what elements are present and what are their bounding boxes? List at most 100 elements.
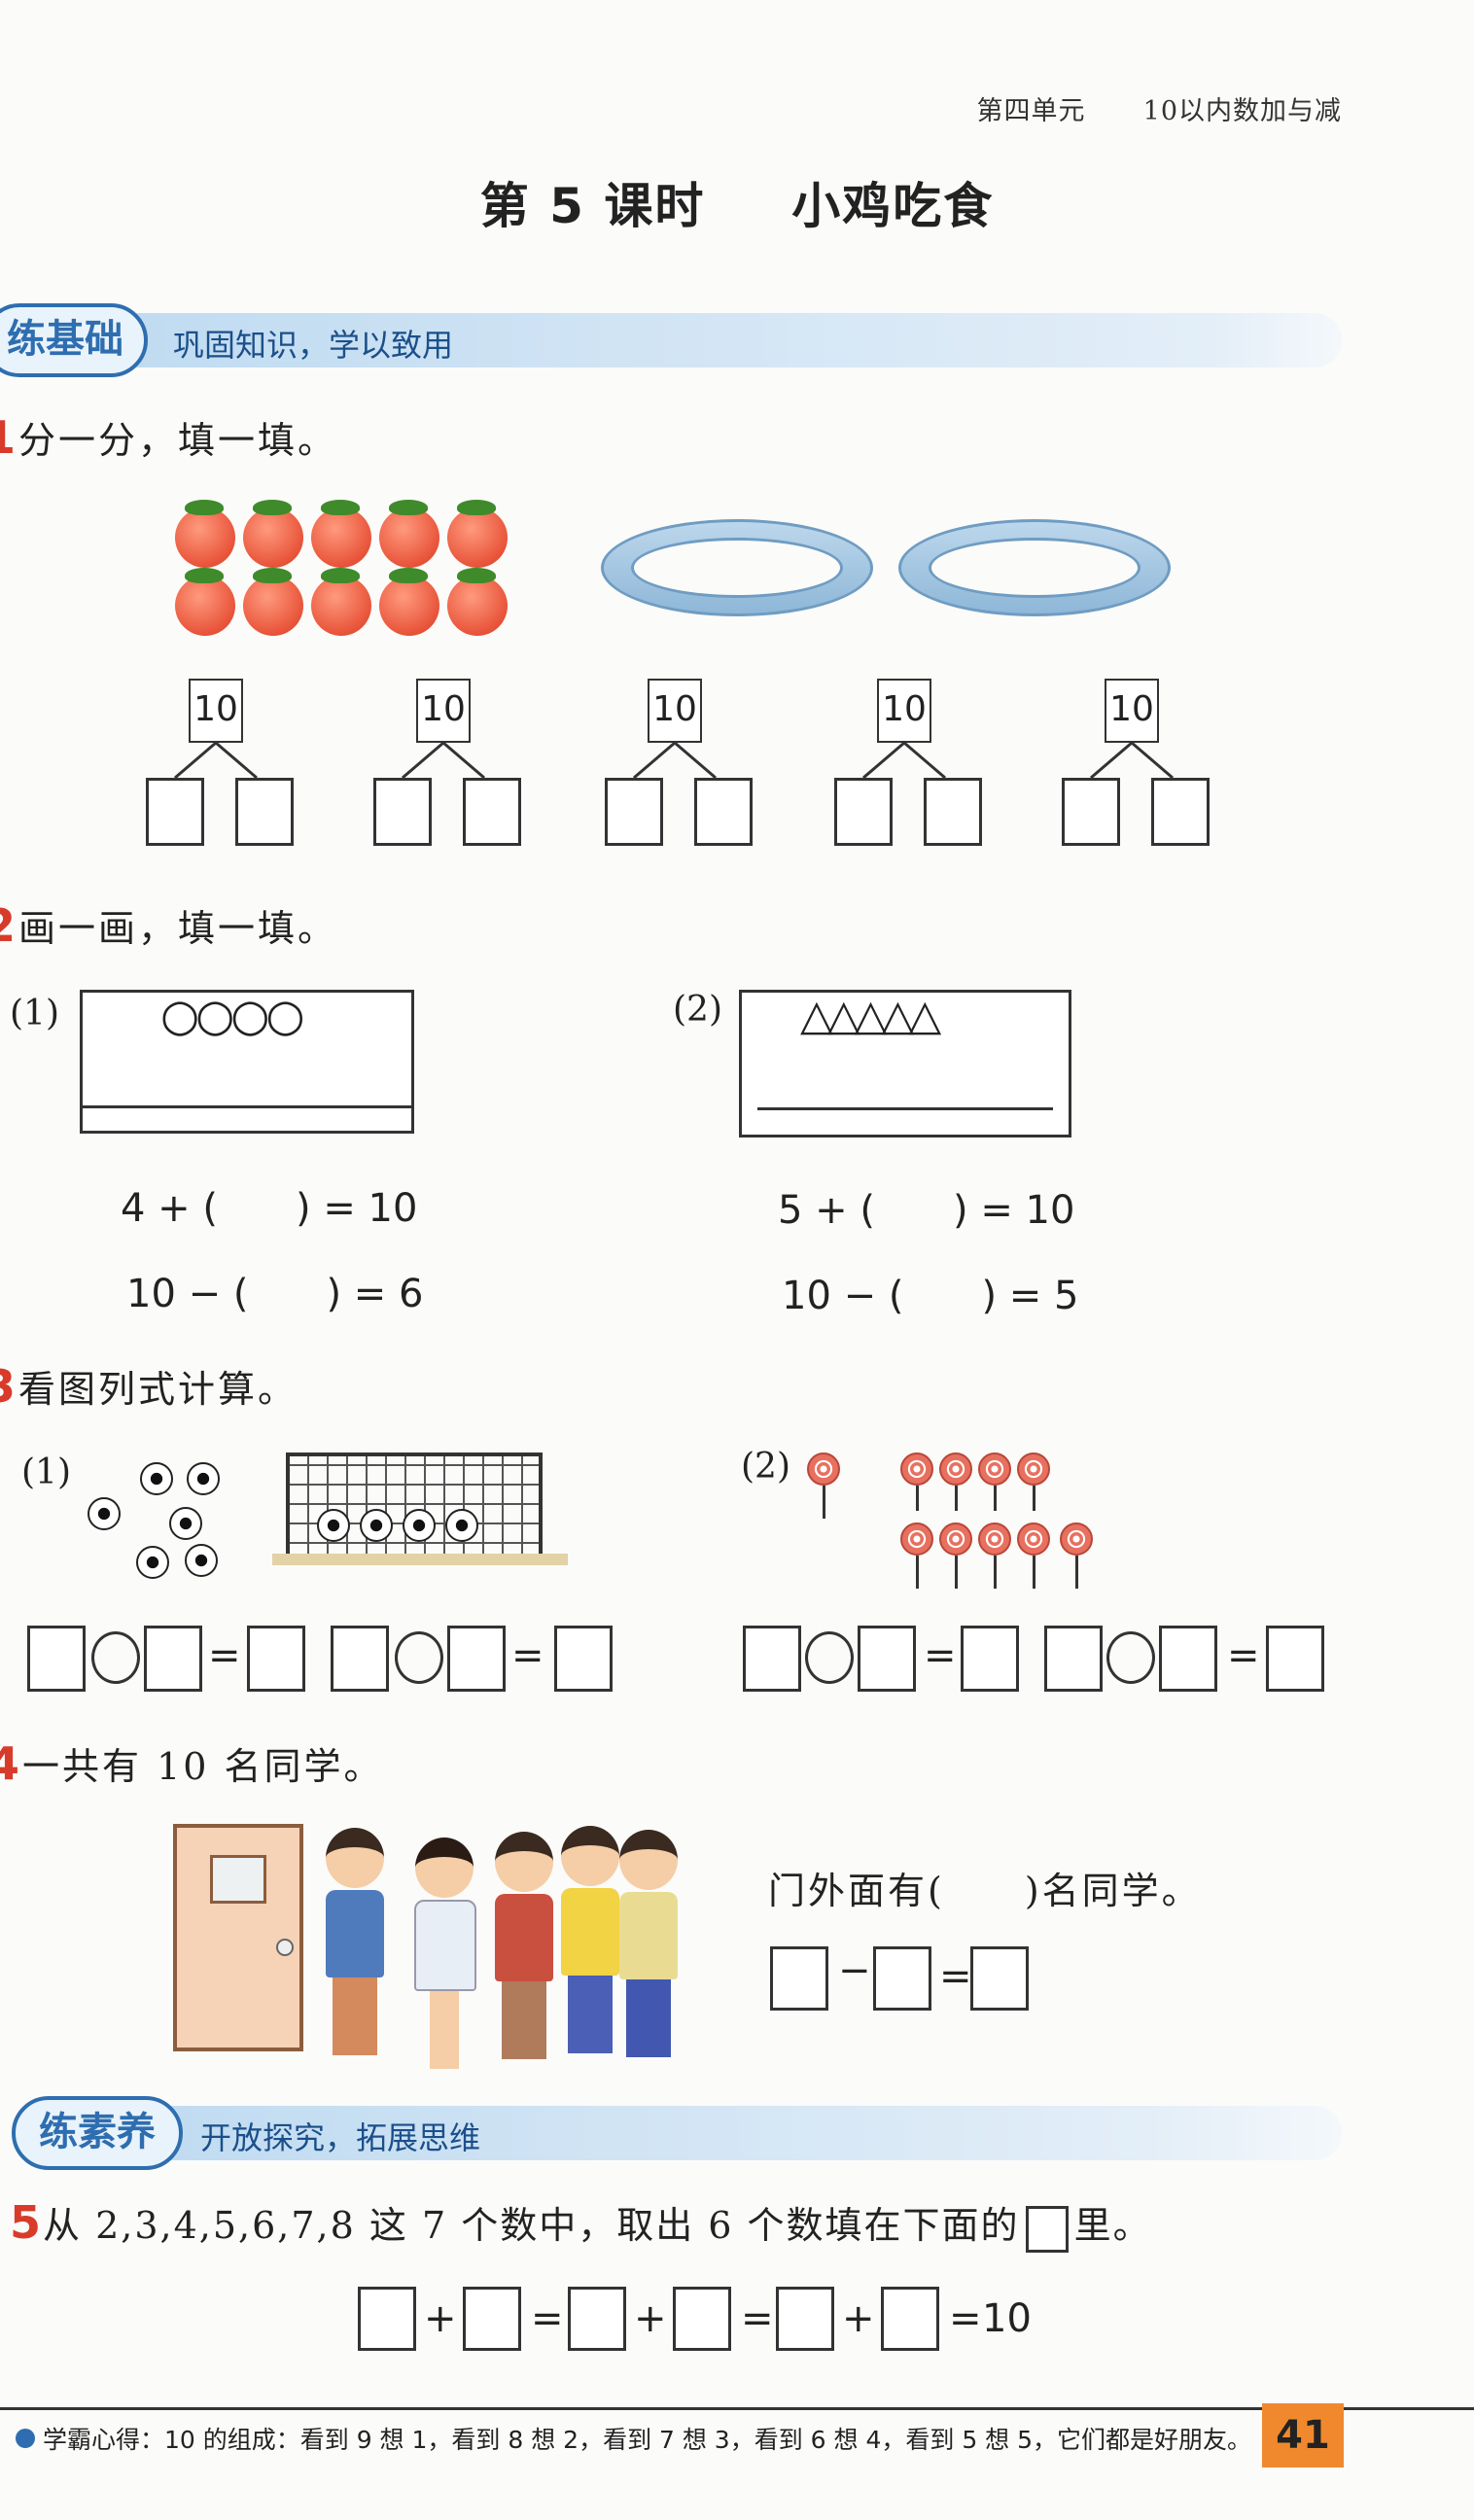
q5-number: 5	[10, 2196, 44, 2249]
answer-box[interactable]	[1062, 778, 1120, 846]
soccer-ball-icon	[140, 1462, 173, 1495]
student-figure	[494, 1832, 554, 2059]
section-literacy-badge: 练素养	[12, 2096, 183, 2170]
plus-sign: +	[634, 2296, 667, 2341]
q2-part2-eq1: 5 + ( ) = 10	[778, 1188, 1075, 1233]
answer-box[interactable]	[873, 1946, 931, 2011]
tree-top-box: 10	[648, 679, 702, 743]
answer-box[interactable]	[463, 778, 521, 846]
unit-label: 第四单元	[976, 96, 1086, 126]
operator-circle[interactable]	[395, 1631, 443, 1684]
lollipop-icon	[939, 1522, 972, 1556]
section-literacy-band	[39, 2106, 1342, 2160]
footer-rule	[0, 2407, 1474, 2410]
peach-icon	[311, 568, 371, 636]
draw-frame-1[interactable]: ○○○○	[80, 989, 414, 1134]
answer-box[interactable]	[1044, 1626, 1103, 1692]
answer-box[interactable]	[554, 1626, 613, 1692]
draw-frame-2[interactable]: △△△△△	[739, 990, 1071, 1138]
lollipop-stick	[955, 1556, 958, 1589]
student-figure	[560, 1826, 620, 2053]
answer-box[interactable]	[770, 1946, 828, 2011]
answer-box[interactable]	[373, 778, 432, 846]
footer-tip: 学霸心得：10 的组成：看到 9 想 1，看到 8 想 2，看到 7 想 3，看…	[43, 2426, 1252, 2454]
plate-icon	[898, 519, 1171, 616]
q2-prompt: 画一画，填一填。	[18, 907, 338, 950]
answer-box[interactable]	[463, 2287, 521, 2351]
q4-prompt: 一共有 10 名同学。	[22, 1745, 384, 1788]
page-title: 第 5 课时 小鸡吃食	[0, 167, 1474, 237]
answer-box[interactable]	[27, 1626, 86, 1692]
answer-box[interactable]	[235, 778, 294, 846]
q1-number: 1	[0, 411, 19, 464]
lollipop-icon	[900, 1452, 933, 1486]
equal-sign: =	[949, 2296, 982, 2341]
unit-header: 第四单元 10以内数加与减	[976, 89, 1342, 127]
student-figure	[325, 1828, 385, 2055]
answer-box[interactable]	[694, 778, 753, 846]
door-icon	[173, 1824, 303, 2051]
lollipop-icon	[1017, 1452, 1050, 1486]
lesson-number: 第 5 课时	[479, 178, 706, 234]
answer-box[interactable]	[568, 2287, 626, 2351]
answer-box[interactable]	[447, 1626, 506, 1692]
lollipop-icon	[978, 1522, 1011, 1556]
operator-circle[interactable]	[1106, 1631, 1155, 1684]
peach-icon	[175, 500, 235, 568]
section-basic-badge: 练基础	[0, 303, 148, 377]
answer-box[interactable]	[881, 2287, 939, 2351]
student-figure	[618, 1830, 679, 2057]
lollipop-stick	[1033, 1556, 1035, 1589]
q5-prompt: 从 2,3,4,5,6,7,8 这 7 个数中，取出 6 个数填在下面的	[43, 2204, 1020, 2247]
q2-part1-eq1: 4 + ( ) = 10	[121, 1186, 418, 1231]
tree-top-box: 10	[189, 679, 243, 743]
q5-prompt-end: 里。	[1073, 2204, 1152, 2247]
q2-part2-label: (2)	[673, 990, 722, 1030]
operator-circle[interactable]	[91, 1631, 140, 1684]
frame-line	[757, 1107, 1053, 1110]
answer-box[interactable]	[605, 778, 663, 846]
answer-box[interactable]	[1151, 778, 1210, 846]
peach-icon	[243, 500, 303, 568]
q3-prompt: 看图列式计算。	[18, 1368, 298, 1411]
answer-box[interactable]	[858, 1626, 916, 1692]
unit-topic: 10以内数加与减	[1142, 96, 1342, 126]
answer-box[interactable]	[776, 2287, 834, 2351]
peach-icon	[379, 500, 439, 568]
circle-shapes: ○○○○	[160, 989, 305, 1041]
lollipop-stick	[916, 1486, 919, 1511]
operator-circle[interactable]	[805, 1631, 854, 1684]
lollipop-stick	[994, 1486, 997, 1511]
answer-box[interactable]	[331, 1626, 389, 1692]
number-tree: 10	[1060, 679, 1215, 859]
soccer-ball-icon	[445, 1509, 478, 1542]
answer-box[interactable]	[144, 1626, 202, 1692]
answer-box[interactable]	[673, 2287, 731, 2351]
answer-box[interactable]	[1266, 1626, 1324, 1692]
soccer-ball-icon	[403, 1509, 436, 1542]
answer-box[interactable]	[743, 1626, 801, 1692]
lollipop-stick	[994, 1556, 997, 1589]
peach-icon	[447, 500, 508, 568]
answer-box[interactable]	[358, 2287, 416, 2351]
q2-heading: 2画一画，填一填。	[0, 898, 337, 952]
bullet-dot-icon	[16, 2429, 35, 2448]
answer-box[interactable]	[1159, 1626, 1217, 1692]
answer-box[interactable]	[146, 778, 204, 846]
lollipop-icon	[900, 1522, 933, 1556]
lollipop-stick	[955, 1486, 958, 1511]
number-tree: 10	[144, 679, 299, 859]
answer-box[interactable]	[961, 1626, 1019, 1692]
q4-number: 4	[0, 1737, 23, 1790]
answer-box[interactable]	[834, 778, 893, 846]
answer-box[interactable]	[924, 778, 982, 846]
q1-prompt: 分一分，填一填。	[18, 419, 338, 462]
answer-box[interactable]	[247, 1626, 305, 1692]
lollipop-stick	[823, 1486, 825, 1519]
lollipop-icon	[939, 1452, 972, 1486]
answer-box[interactable]	[970, 1946, 1029, 2011]
lesson-title: 小鸡吃食	[791, 178, 995, 234]
soccer-ball-icon	[317, 1509, 350, 1542]
equal-sign: =	[741, 2296, 774, 2341]
number-tree: 10	[371, 679, 527, 859]
